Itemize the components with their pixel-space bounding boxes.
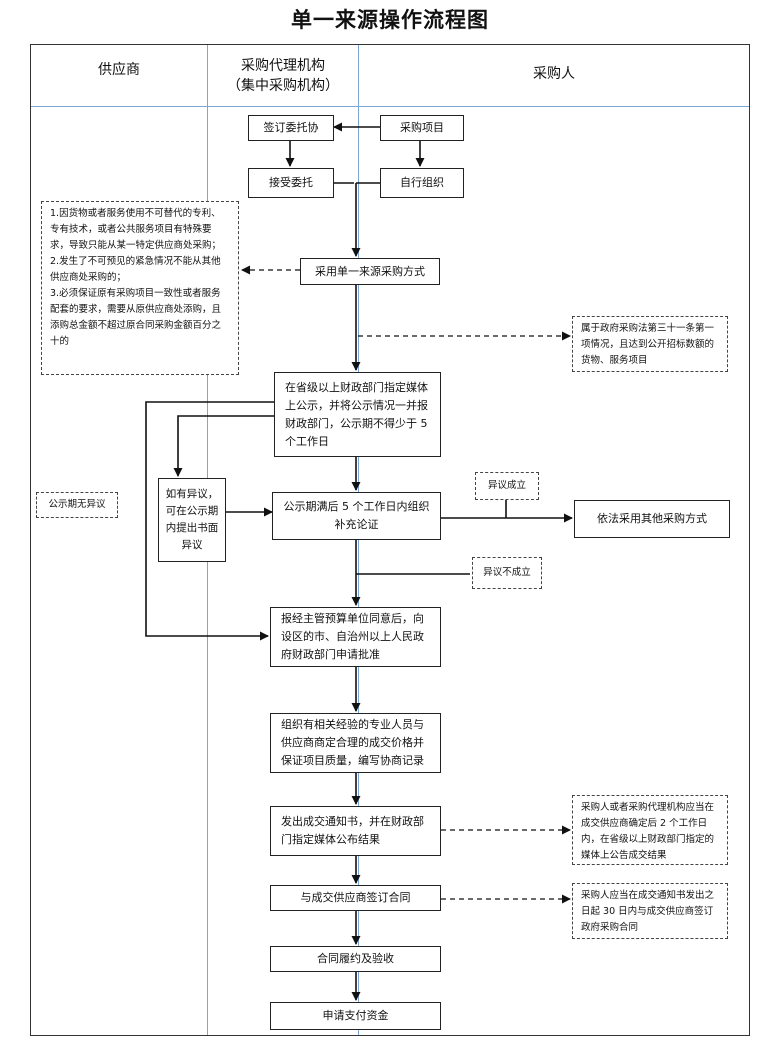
- lane-header-divider: [31, 106, 749, 107]
- node-accept-commission: 接受委托: [248, 168, 334, 198]
- node-publicize: 在省级以上财政部门指定媒体上公示，并将公示情况一并报财政部门，公示期不得少于 5…: [274, 372, 441, 457]
- arrow-publish-to-objection: [173, 415, 274, 477]
- note-condition-3: 3.必须保证原有采购项目一致性或者服务配套的要求，需要从原供应商处添购，且添购总…: [50, 288, 222, 347]
- swimlane-frame: [30, 44, 750, 1036]
- node-supplementary-review: 公示期满后 5 个工作日内组织补充论证: [272, 492, 441, 540]
- label-objection-valid: 异议成立: [475, 472, 539, 500]
- node-performance-acceptance: 合同履约及验收: [270, 946, 441, 972]
- node-self-organize: 自行组织: [380, 168, 464, 198]
- label-objection-invalid: 异议不成立: [472, 557, 542, 589]
- note-notice-rule: 采购人或者采购代理机构应当在成交供应商确定后 2 个工作日内，在省级以上财政部门…: [572, 795, 728, 865]
- node-sign-agreement: 签订委托协: [248, 115, 334, 141]
- node-objection: 如有异议，可在公示期内提出书面异议: [158, 478, 226, 562]
- page-title: 单一来源操作流程图: [291, 8, 489, 32]
- lane-divider-agency-purchaser: [358, 45, 359, 1035]
- node-issue-notice: 发出成交通知书，并在财政部门指定媒体公布结果: [270, 806, 441, 856]
- lane-header-agency: 采购代理机构 （集中采购机构）: [208, 56, 358, 96]
- lane-header-supplier: 供应商: [98, 62, 140, 78]
- node-sign-contract: 与成交供应商签订合同: [270, 885, 441, 911]
- node-single-source-method: 采用单一来源采购方式: [300, 258, 440, 285]
- lane-header-purchaser: 采购人: [533, 66, 575, 82]
- node-procurement-project: 采购项目: [380, 115, 464, 141]
- node-negotiate-price: 组织有相关经验的专业人员与供应商商定合理的成交价格并保证项目质量，编写协商记录: [270, 713, 441, 773]
- node-request-payment: 申请支付资金: [270, 1002, 441, 1030]
- node-other-method: 依法采用其他采购方式: [574, 500, 730, 538]
- note-contract-rule: 采购人应当在成交通知书发出之日起 30 日内与成交供应商签订政府采购合同: [572, 883, 728, 939]
- lane-header-agency-line1: 采购代理机构: [241, 58, 325, 74]
- arrow-no-objection-to-approval: [145, 401, 274, 641]
- label-no-objection: 公示期无异议: [36, 492, 118, 518]
- note-conditions: 1.因货物或者服务使用不可替代的专利、专有技术，或者公共服务项目有特殊要求，导致…: [41, 201, 239, 375]
- note-condition-2: 2.发生了不可预见的紧急情况不能从其他供应商处采购的；: [50, 256, 221, 283]
- note-article-31: 属于政府采购法第三十一条第一项情况，且达到公开招标数额的货物、服务项目: [572, 316, 728, 372]
- node-apply-approval: 报经主管预算单位同意后，向设区的市、自治州以上人民政府财政部门申请批准: [270, 607, 441, 667]
- note-condition-1: 1.因货物或者服务使用不可替代的专利、专有技术，或者公共服务项目有特殊要求，导致…: [50, 208, 222, 251]
- lane-header-agency-line2: （集中采购机构）: [227, 78, 339, 94]
